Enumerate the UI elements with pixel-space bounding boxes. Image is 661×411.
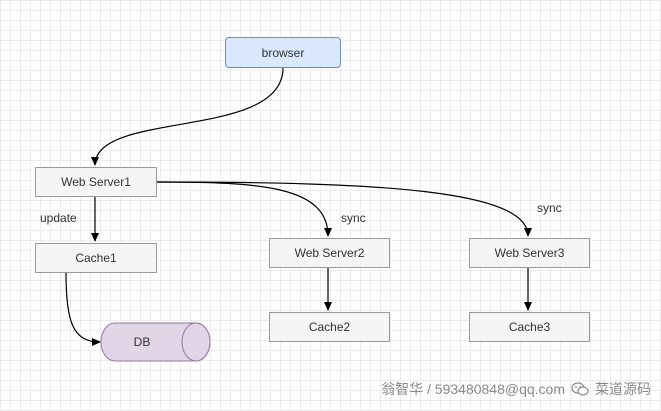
web-server1-label: Web Server1 <box>61 175 131 189</box>
watermark: 翁智华 / 593480848@qq.com 菜道源码 <box>381 379 651 399</box>
cache2-label: Cache2 <box>308 320 351 334</box>
web-server2-node[interactable]: Web Server2 <box>269 238 390 268</box>
edge-browser-to-webserver1 <box>91 67 284 166</box>
db-label: DB <box>134 335 151 349</box>
edge-cache1-to-db <box>65 272 101 346</box>
web-server1-node[interactable]: Web Server1 <box>35 167 157 197</box>
cache2-node[interactable]: Cache2 <box>269 312 390 342</box>
db-node[interactable]: DB <box>100 322 211 362</box>
wechat-icon <box>571 382 589 396</box>
watermark-brand: 菜道源码 <box>595 381 651 397</box>
cache3-label: Cache3 <box>508 320 551 334</box>
db-cylinder-cap <box>181 322 211 362</box>
browser-label: browser <box>261 45 305 60</box>
update-edge-label: update <box>40 211 77 225</box>
web-server3-label: Web Server3 <box>494 246 565 260</box>
cache1-label: Cache1 <box>75 251 117 265</box>
sync-edge-label-webserver3: sync <box>537 201 562 215</box>
edge-webserver1-to-webserver3 <box>156 181 532 237</box>
browser-node[interactable]: browser <box>225 37 341 68</box>
edge-webserver1-to-webserver2 <box>156 181 332 237</box>
sync-edge-label-webserver2: sync <box>341 211 366 225</box>
web-server3-node[interactable]: Web Server3 <box>469 238 590 268</box>
web-server2-label: Web Server2 <box>294 246 365 260</box>
watermark-author: 翁智华 / 593480848@qq.com <box>381 381 565 397</box>
cache3-node[interactable]: Cache3 <box>469 312 590 342</box>
cache1-node[interactable]: Cache1 <box>35 243 157 273</box>
